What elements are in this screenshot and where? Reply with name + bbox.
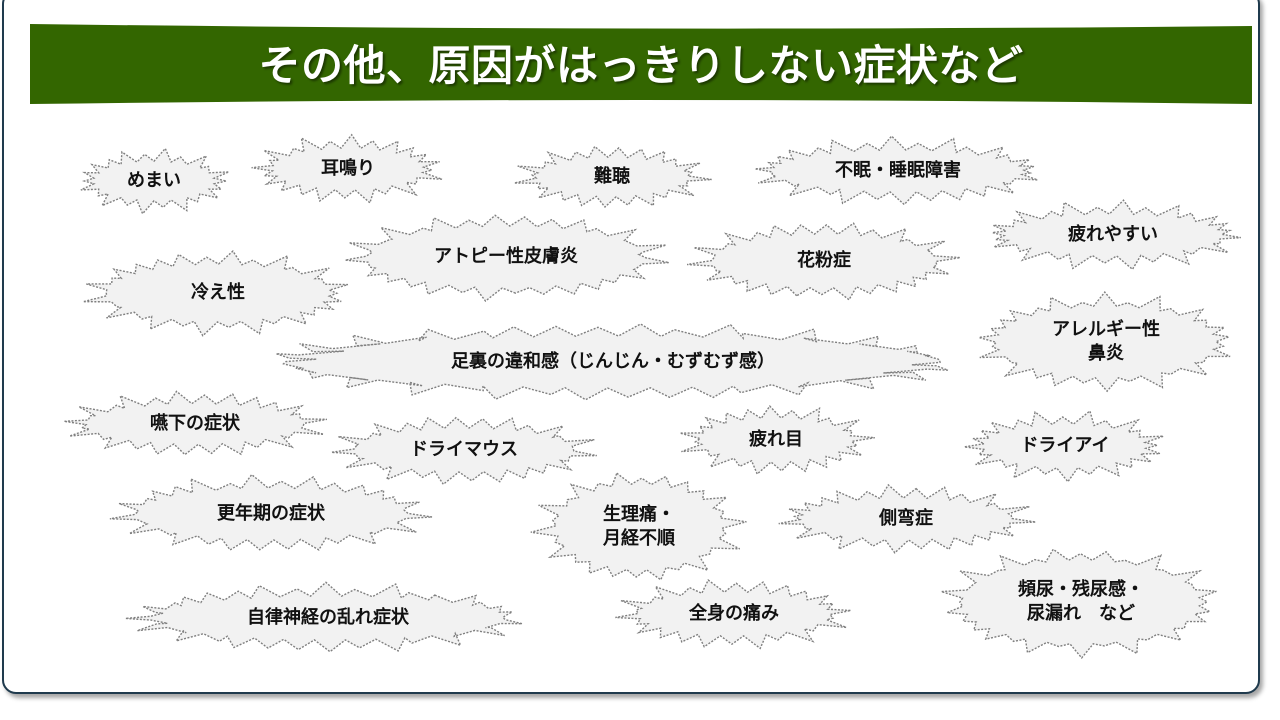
starburst-shape — [530, 472, 747, 581]
burst-tsukaresme: 疲れ目 — [676, 404, 876, 476]
starburst-shape — [80, 147, 230, 216]
symptom-label: 耳鳴り — [321, 157, 375, 179]
starburst-shape — [686, 222, 961, 301]
symptom-label: 側弯症 — [879, 507, 933, 529]
symptom-label: ドライマウス — [410, 438, 518, 460]
starburst-shape — [754, 135, 1038, 206]
symptom-label: 自律神経の乱れ症状 — [247, 606, 409, 628]
burst-enge: 嚥下の症状 — [60, 390, 330, 458]
symptom-label: アレルギー性 鼻炎 — [1052, 318, 1160, 364]
burst-sokuwan: 側弯症 — [774, 483, 1038, 554]
page-title: その他、原因がはっきりしない症状など — [258, 40, 1024, 90]
symptom-label: 頻尿・残尿感・ 尿漏れ など — [1018, 578, 1144, 624]
starburst-shape — [964, 409, 1164, 483]
burst-drymouth: ドライマウス — [328, 414, 600, 486]
burst-allergy: アレルギー性 鼻炎 — [970, 290, 1242, 393]
symptom-label: 不眠・睡眠障害 — [835, 159, 961, 181]
starburst-shape — [992, 199, 1241, 271]
symptom-label: ドライアイ — [1020, 434, 1110, 456]
symptom-label: 更年期の症状 — [217, 502, 325, 524]
starburst-shape — [345, 214, 670, 302]
starburst-shape — [82, 250, 349, 337]
burst-hieshou: 冷え性 — [80, 250, 356, 337]
burst-zenshin: 全身の痛み — [612, 578, 856, 650]
starburst-shape — [125, 581, 523, 653]
burst-tsukareyasui: 疲れやすい — [978, 199, 1248, 271]
title-banner — [30, 24, 1252, 104]
starburst-shape — [63, 390, 328, 456]
starburst-shape — [251, 133, 443, 205]
symptom-label: めまい — [127, 169, 181, 191]
symptom-label: 難聴 — [594, 165, 630, 187]
symptom-label: 足裏の違和感（じんじん・むずむず感） — [451, 350, 775, 372]
starburst-shape — [679, 404, 875, 476]
burst-memai: めまい — [74, 147, 234, 216]
symptom-label: アトピー性皮膚炎 — [434, 245, 578, 267]
burst-hinnyou: 頻尿・残尿感・ 尿漏れ など — [936, 546, 1226, 659]
burst-miminari: 耳鳴り — [248, 133, 448, 205]
symptom-label: 疲れ目 — [749, 428, 803, 450]
starburst-shape — [331, 416, 597, 486]
starburst-shape — [109, 473, 433, 551]
symptom-label: 疲れやすい — [1068, 223, 1158, 245]
symptom-label: 冷え性 — [191, 281, 245, 303]
burst-jiritsu: 自律神経の乱れ症状 — [124, 581, 532, 654]
burst-kounenki: 更年期の症状 — [108, 473, 434, 554]
burst-dryeye: ドライアイ — [958, 409, 1172, 483]
symptom-label: 生理痛・ 月経不順 — [603, 503, 675, 549]
starburst-shape — [275, 323, 949, 401]
starburst-shape — [978, 290, 1232, 393]
burst-atopy: アトピー性皮膚炎 — [340, 212, 672, 302]
starburst-shape — [941, 548, 1217, 659]
symptom-label: 全身の痛み — [689, 602, 779, 624]
burst-kafunshou: 花粉症 — [686, 220, 962, 302]
starburst-shape — [615, 579, 851, 650]
starburst-shape — [514, 145, 712, 209]
starburst-shape — [778, 483, 1036, 554]
burst-seiritsuu: 生理痛・ 月経不順 — [530, 470, 748, 584]
burst-nanchou: 難聴 — [512, 144, 712, 210]
burst-fumin: 不眠・睡眠障害 — [746, 135, 1050, 206]
burst-ashiura: 足裏の違和感（じんじん・むずむず感） — [260, 322, 966, 402]
symptom-label: 嚥下の症状 — [150, 412, 240, 434]
symptom-label: 花粉症 — [797, 249, 851, 271]
